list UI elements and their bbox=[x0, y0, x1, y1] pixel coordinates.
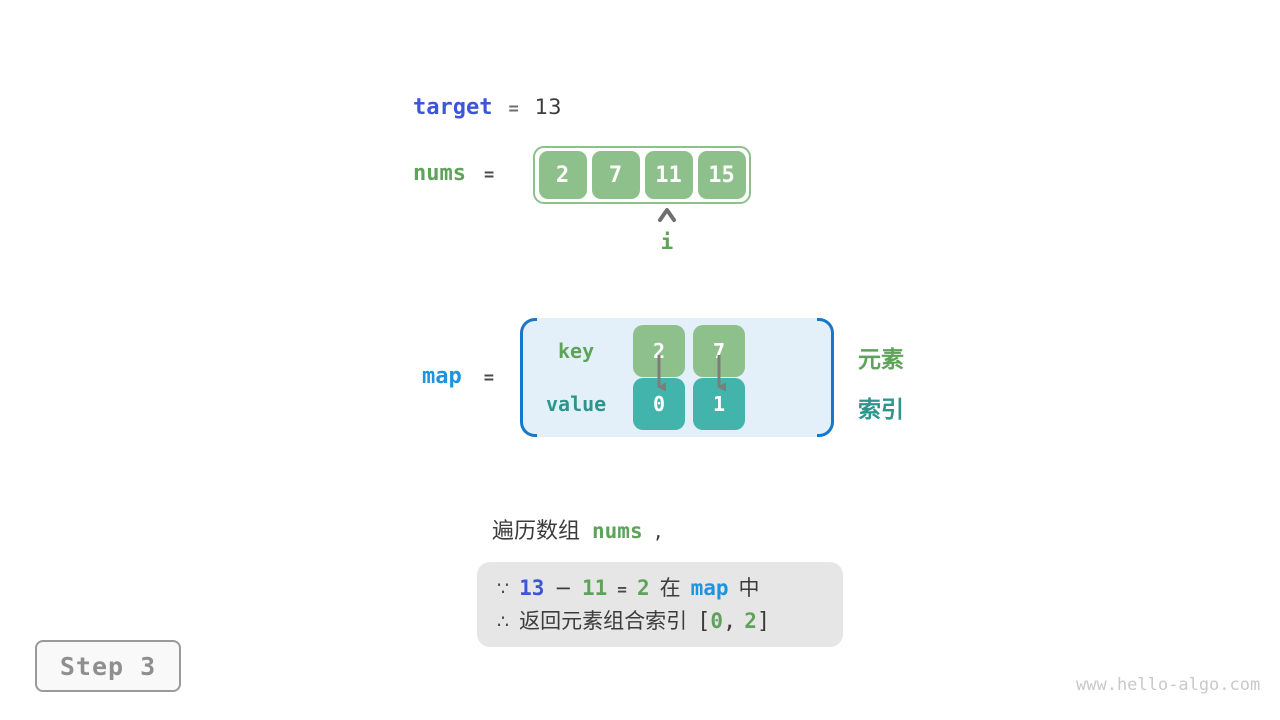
target-equals: = bbox=[508, 99, 519, 119]
nums-equals: = bbox=[483, 165, 495, 185]
return-text: 返回元素组合索引 bbox=[519, 609, 688, 633]
therefore-line: ∴ 返回元素组合索引 [ 0 , 2 ] bbox=[497, 605, 843, 638]
nums-cell: 15 bbox=[697, 151, 746, 199]
map-token: map bbox=[690, 576, 729, 600]
target-value: 13 bbox=[534, 95, 562, 119]
nums-label-row: nums = bbox=[413, 161, 494, 186]
caption-prefix: 遍历数组 bbox=[492, 519, 581, 544]
index1-token: 0 bbox=[710, 609, 723, 633]
caption-comma: , bbox=[654, 519, 662, 544]
target-value-token: 13 bbox=[519, 576, 545, 600]
map-keyword: map bbox=[422, 364, 462, 389]
therefore-symbol: ∴ bbox=[497, 611, 510, 633]
element-side-label: 元素 bbox=[858, 347, 904, 373]
index-side-label: 索引 bbox=[858, 397, 904, 423]
index2-token: 2 bbox=[744, 609, 757, 633]
map-left-bracket bbox=[520, 318, 537, 437]
map-label-row: map = bbox=[422, 364, 494, 389]
nums-keyword: nums bbox=[413, 161, 466, 186]
map-key-cell: 7 bbox=[693, 325, 745, 377]
bracket-close: ] bbox=[756, 609, 771, 634]
map-key-label: key bbox=[558, 339, 595, 363]
minus-sign: − bbox=[554, 576, 572, 600]
map-right-bracket bbox=[817, 318, 834, 437]
nums-array: 2 7 11 15 bbox=[533, 146, 751, 204]
watermark: www.hello-algo.com bbox=[1076, 675, 1261, 695]
caption-nums-code: nums bbox=[592, 519, 643, 543]
zhong-word: 中 bbox=[738, 576, 760, 600]
index-pair: [ 0 , 2 ] bbox=[697, 609, 770, 634]
target-row: target = 13 bbox=[413, 95, 561, 120]
nums-cell: 11 bbox=[644, 151, 693, 199]
bracket-open: [ bbox=[697, 609, 711, 634]
caption-line: 遍历数组 nums , bbox=[492, 513, 662, 545]
pointer-caret-icon bbox=[658, 208, 676, 222]
map-value-cell: 0 bbox=[633, 378, 685, 430]
nums-cell: 2 bbox=[538, 151, 587, 199]
current-value-token: 11 bbox=[582, 576, 608, 600]
equals-sign: = bbox=[617, 580, 627, 599]
comma-token: , bbox=[723, 609, 737, 634]
map-box: key value 2 7 0 1 bbox=[520, 318, 834, 437]
map-equals: = bbox=[483, 368, 494, 388]
conclusion-box: ∵ 13 − 11 = 2 在 map 中 ∴ 返回元素组合索引 [ 0 , 2… bbox=[477, 562, 843, 647]
complement-token: 2 bbox=[636, 576, 650, 600]
step-badge: Step 3 bbox=[35, 640, 181, 692]
nums-cell: 7 bbox=[591, 151, 640, 199]
because-symbol: ∵ bbox=[497, 578, 510, 600]
map-value-label: value bbox=[546, 392, 607, 416]
in-word: 在 bbox=[659, 576, 681, 600]
because-line: ∵ 13 − 11 = 2 在 map 中 bbox=[497, 572, 843, 605]
map-value-cell: 1 bbox=[693, 378, 745, 430]
target-keyword: target bbox=[413, 95, 493, 120]
map-key-cell: 2 bbox=[633, 325, 685, 377]
pointer-i-label: i bbox=[660, 230, 674, 254]
